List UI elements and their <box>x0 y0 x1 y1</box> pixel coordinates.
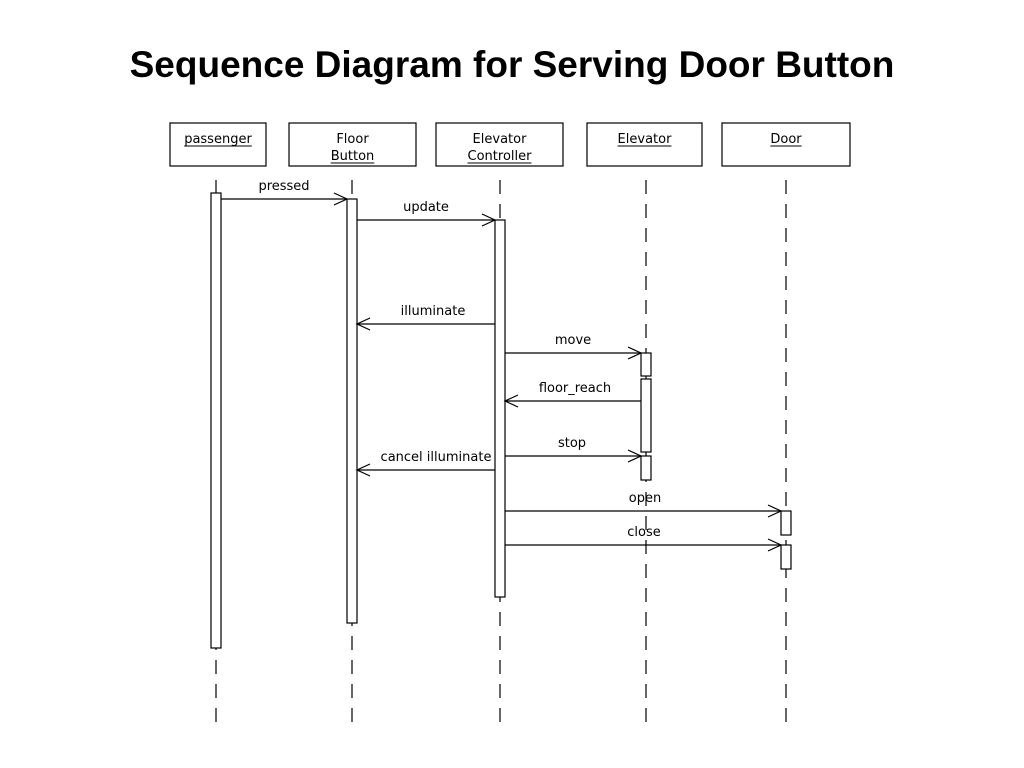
activation-bar-door <box>780 510 792 536</box>
message-update: update <box>357 200 497 227</box>
message-arrowhead <box>767 504 783 518</box>
participant-elevator: Elevator <box>586 122 703 167</box>
activation-bars <box>210 192 792 649</box>
message-cancel-illuminate: cancel illuminate <box>355 450 495 477</box>
message-floor-reach: floor_reach <box>503 381 641 408</box>
participant-label: Elevator <box>473 132 528 147</box>
message-stop: stop <box>505 436 643 463</box>
participant-box <box>288 122 417 167</box>
message-arrowhead <box>333 192 349 206</box>
participant-label: passenger <box>184 132 252 147</box>
message-label: close <box>627 525 660 540</box>
activation-bar-passenger <box>210 192 222 649</box>
message-pressed: pressed <box>221 179 349 206</box>
participant-box <box>721 122 851 167</box>
message-label: pressed <box>258 179 309 194</box>
participant-box <box>169 122 267 167</box>
activation-bar-elevator <box>640 455 652 481</box>
activation-bar-elevator-controller <box>494 219 506 598</box>
participant-label: Floor <box>336 132 369 147</box>
message-open: open <box>505 491 783 518</box>
participant-box <box>586 122 703 167</box>
message-arrowhead <box>627 449 643 463</box>
message-label: update <box>403 200 449 215</box>
activation-bar-door <box>780 544 792 570</box>
message-label: floor_reach <box>539 381 611 396</box>
message-arrowhead <box>355 463 371 477</box>
message-move: move <box>505 333 643 360</box>
message-arrowhead <box>355 317 371 331</box>
message-arrowhead <box>767 538 783 552</box>
participant-label: Controller <box>468 149 533 164</box>
page-title: Sequence Diagram for Serving Door Button <box>129 44 895 85</box>
message-close: close <box>505 525 783 552</box>
message-label: open <box>629 491 661 506</box>
message-arrowhead <box>627 346 643 360</box>
message-label: stop <box>558 436 586 451</box>
activation-bar-elevator <box>640 378 652 453</box>
message-illuminate: illuminate <box>355 304 495 331</box>
activation-bar-floor-button <box>346 198 358 624</box>
participant-passenger: passenger <box>169 122 267 167</box>
message-arrowhead <box>481 213 497 227</box>
participant-label: Button <box>331 149 375 164</box>
message-label: move <box>555 333 591 348</box>
participant-label: Elevator <box>618 132 673 147</box>
message-label: illuminate <box>401 304 466 319</box>
participant-door: Door <box>721 122 851 167</box>
participant-label: Door <box>770 132 802 147</box>
participant-box <box>435 122 564 167</box>
activation-bar-elevator <box>640 352 652 377</box>
message-arrowhead <box>503 394 519 408</box>
messages: pressed update illuminate move floor_reachst… <box>221 179 783 552</box>
message-label: cancel illuminate <box>381 450 492 465</box>
